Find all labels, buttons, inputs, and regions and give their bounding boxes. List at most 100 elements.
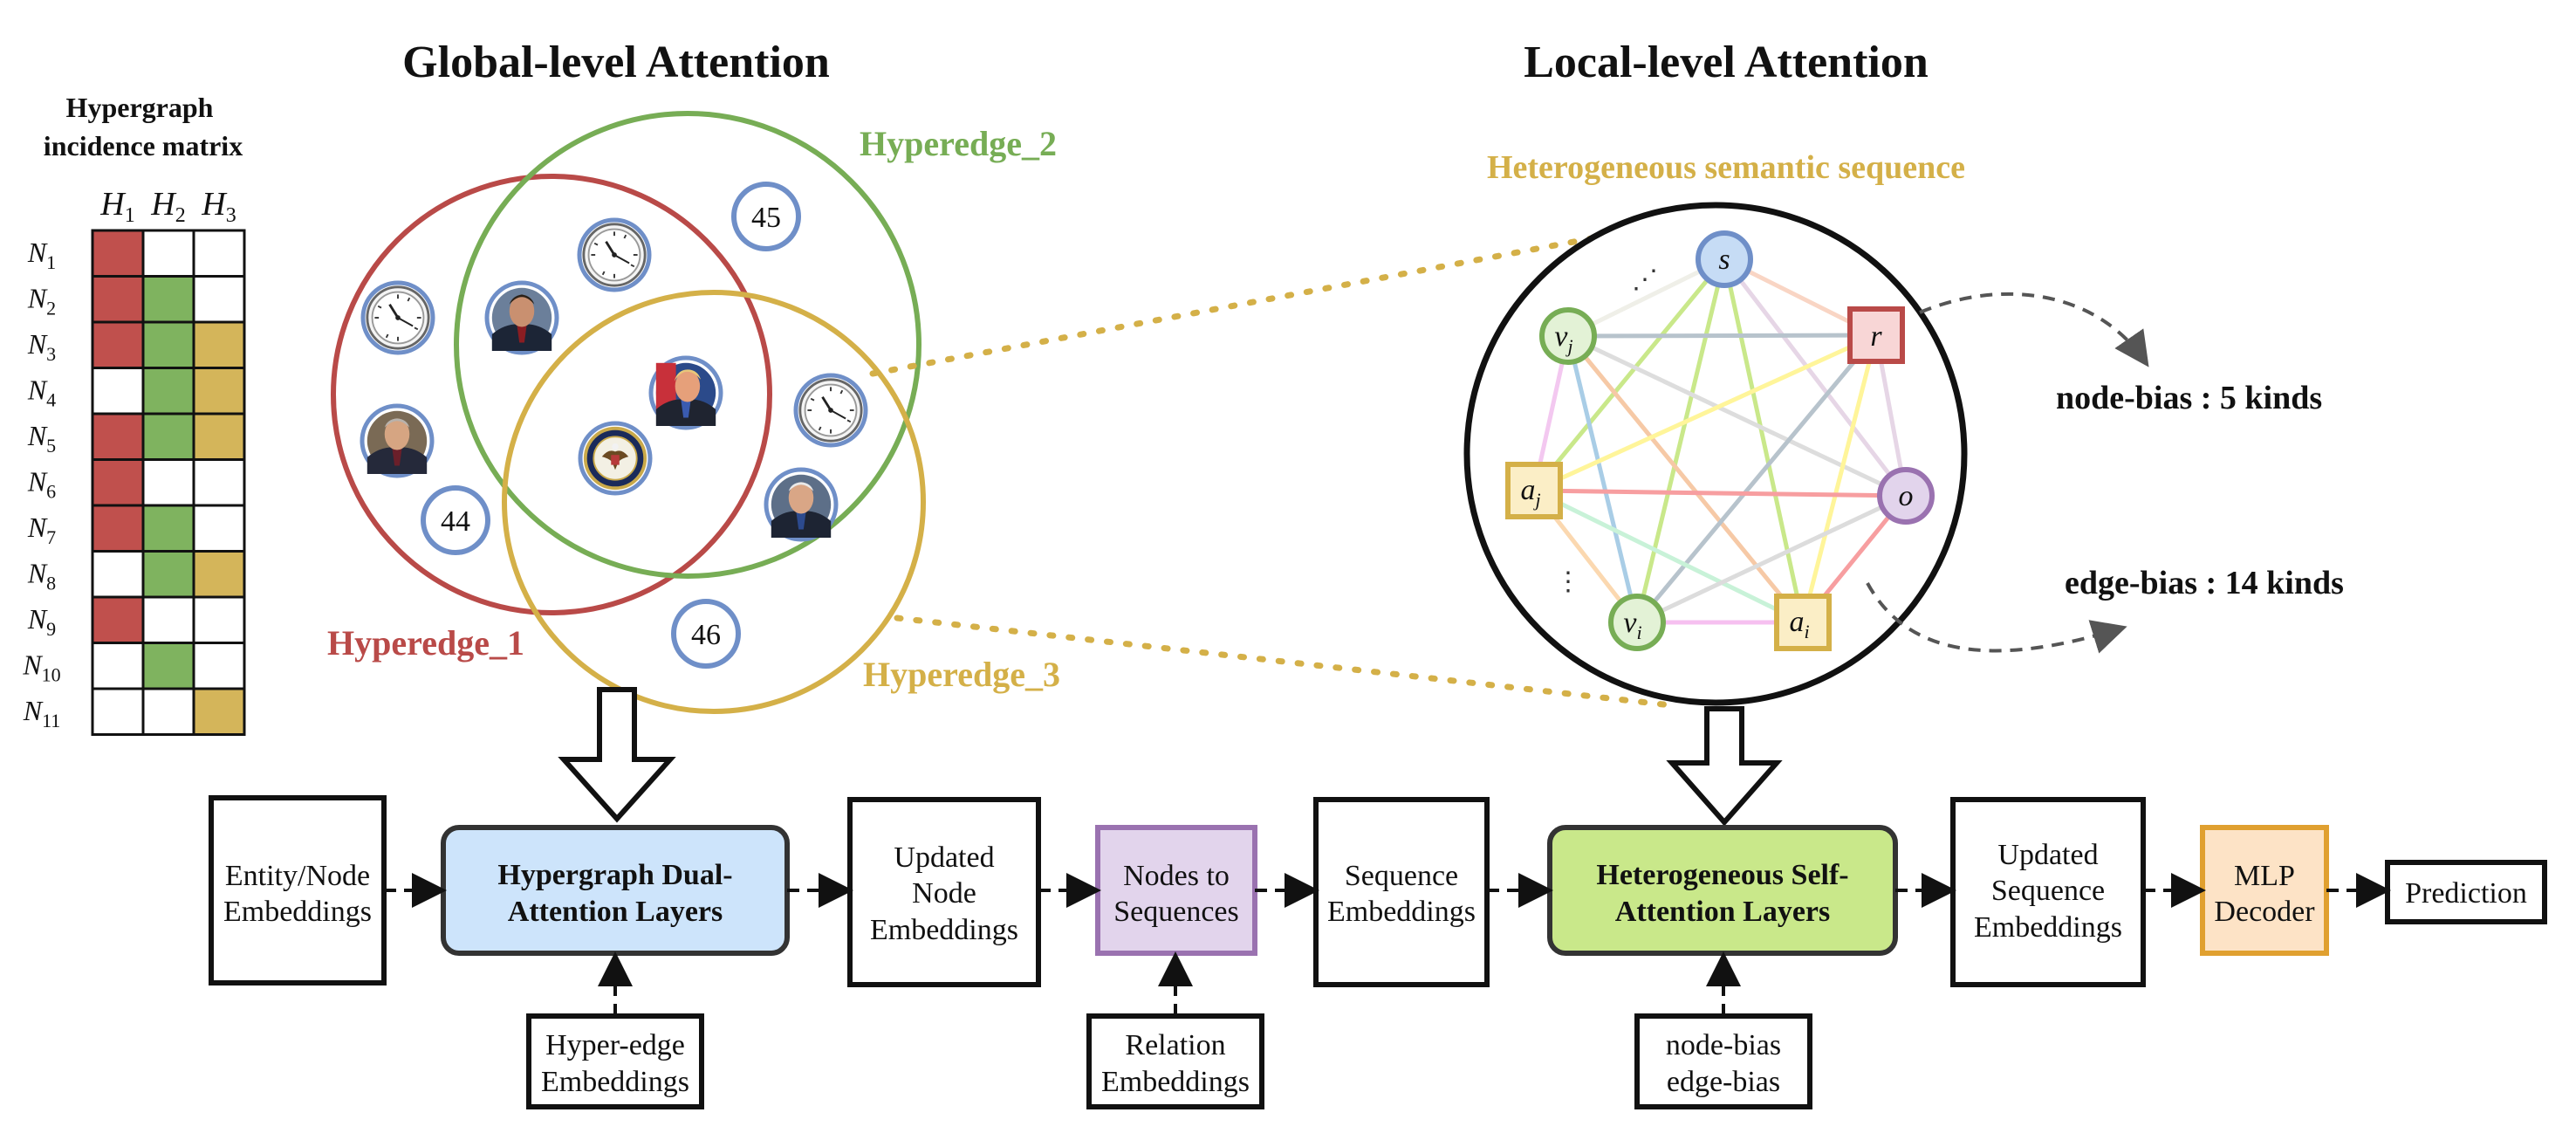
matrix-title-line2: incidence matrix (44, 130, 243, 161)
matrix-row-header: N2 (27, 283, 56, 319)
node-44: 44 (421, 485, 490, 555)
person-photo-icon (764, 467, 839, 542)
matrix-cell (192, 504, 246, 553)
svg-text:Heterogeneous Self-: Heterogeneous Self- (1596, 859, 1848, 891)
sequence-embeddings-box: Sequence Embeddings (1313, 797, 1490, 987)
matrix-col-header: H3 (201, 186, 236, 227)
matrix-cell (91, 320, 145, 369)
hyper-edge-embeddings-box: Hyper-edge Embeddings (526, 1013, 704, 1109)
zoom-connector-top (869, 234, 1600, 377)
presidential-seal-icon (578, 421, 653, 496)
local-graph-edge (1565, 335, 1640, 623)
svg-text:Embeddings: Embeddings (223, 896, 372, 928)
svg-text:Attention Layers: Attention Layers (508, 896, 723, 928)
matrix-cell (141, 504, 195, 553)
svg-text:44: 44 (441, 505, 470, 538)
matrix-cells (91, 229, 246, 736)
local-graph-edge (1532, 258, 1726, 492)
hyperedge-2-circle (454, 111, 921, 579)
edge-bias-label: edge-bias : 14 kinds (2065, 565, 2344, 601)
hollow-down-arrow-global (558, 687, 676, 823)
matrix-row-header: N7 (27, 512, 56, 548)
matrix-cell (141, 595, 195, 644)
clock-icon (577, 217, 652, 292)
svg-text:Hypergraph Dual-: Hypergraph Dual- (497, 859, 732, 891)
hyperedge-3-circle (502, 290, 926, 714)
prediction-box: Prediction (2385, 860, 2547, 924)
local-graph-edge (1566, 257, 1726, 339)
person-photo-icon (360, 403, 435, 478)
nodes-to-sequences-box: Nodes to Sequences (1095, 825, 1257, 956)
matrix-row-header: N8 (27, 558, 56, 594)
hyperedge-2-label: Hyperedge_2 (860, 124, 1057, 163)
node-aj: aj (1505, 462, 1563, 519)
clock-icon (360, 280, 435, 355)
person-photo-icon (484, 280, 559, 355)
svg-text:Nodes to: Nodes to (1123, 860, 1230, 892)
node-46: 46 (671, 599, 741, 669)
matrix-cell (91, 229, 145, 278)
svg-text:Embeddings: Embeddings (1101, 1066, 1250, 1098)
matrix-cell (91, 550, 145, 599)
bias-input-box: node-bias edge-bias (1634, 1013, 1812, 1109)
node-bias-label: node-bias : 5 kinds (2056, 380, 2322, 416)
edge-bias-arrow (1866, 582, 2127, 654)
matrix-cell (91, 595, 145, 644)
local-graph-edge (1800, 334, 1879, 623)
matrix-cell (141, 642, 195, 690)
matrix-row-header: N9 (27, 603, 56, 640)
matrix-cell (141, 687, 195, 736)
local-graph-edge (1635, 493, 1908, 625)
svg-text:Entity/Node: Entity/Node (225, 860, 370, 892)
svg-text:45: 45 (751, 202, 781, 234)
matrix-cell (192, 550, 246, 599)
matrix-row-header: N5 (27, 420, 56, 457)
matrix-cell (192, 320, 246, 369)
mlp-decoder-box: MLP Decoder (2200, 825, 2329, 956)
svg-text:Attention Layers: Attention Layers (1615, 896, 1830, 928)
matrix-cell (141, 229, 195, 278)
node-ai: ai (1774, 594, 1832, 651)
matrix-cell (141, 412, 195, 461)
matrix-row-header: N1 (27, 237, 56, 273)
matrix-cell (91, 504, 145, 553)
local-graph-edge (1533, 488, 1907, 498)
hyperedge-1-label: Hyperedge_1 (327, 623, 524, 663)
svg-text:Prediction: Prediction (2405, 877, 2527, 910)
local-graph-edge (1723, 258, 1908, 498)
updated-sequence-embeddings-box: Updated Sequence Embeddings (1950, 797, 2146, 987)
svg-text:r: r (1870, 320, 1882, 353)
zoom-connector-bottom (894, 615, 1675, 709)
svg-text:Updated: Updated (1997, 839, 2098, 871)
matrix-row-header: N6 (27, 466, 56, 503)
matrix-cell (91, 458, 145, 507)
svg-text:Hyper-edge: Hyper-edge (545, 1029, 685, 1061)
matrix-cell (192, 275, 246, 324)
matrix-cell (192, 687, 246, 736)
clock-icon (793, 373, 868, 448)
local-graph-edge (1567, 333, 1877, 339)
matrix-col-header: H2 (150, 186, 185, 227)
svg-text:MLP: MLP (2234, 860, 2295, 892)
matrix-column-headers: H1 H2 H3 (99, 186, 236, 227)
svg-text:Node: Node (912, 877, 976, 910)
svg-text:vi: vi (1623, 607, 1641, 643)
svg-text:o: o (1899, 480, 1914, 512)
local-graph: ⋰ ⋮ s r vj aj o vi ai (1463, 202, 1968, 706)
svg-text:Embeddings: Embeddings (1974, 911, 2122, 944)
matrix-cell (192, 229, 246, 278)
svg-text:Sequences: Sequences (1113, 896, 1239, 928)
matrix-cell (91, 412, 145, 461)
matrix-cell (141, 320, 195, 369)
svg-text:Sequence: Sequence (1991, 875, 2105, 907)
matrix-cell (141, 550, 195, 599)
hyperedge-venn: Hyperedge_1 Hyperedge_2 Hyperedge_3 45 4… (327, 111, 1060, 714)
matrix-col-header: H1 (99, 186, 134, 227)
heterogeneous-self-attention-layers-box: Heterogeneous Self- Attention Layers (1547, 825, 1898, 956)
svg-text:Relation: Relation (1125, 1029, 1225, 1061)
node-45: 45 (731, 182, 801, 251)
svg-text:vj: vj (1554, 320, 1572, 357)
